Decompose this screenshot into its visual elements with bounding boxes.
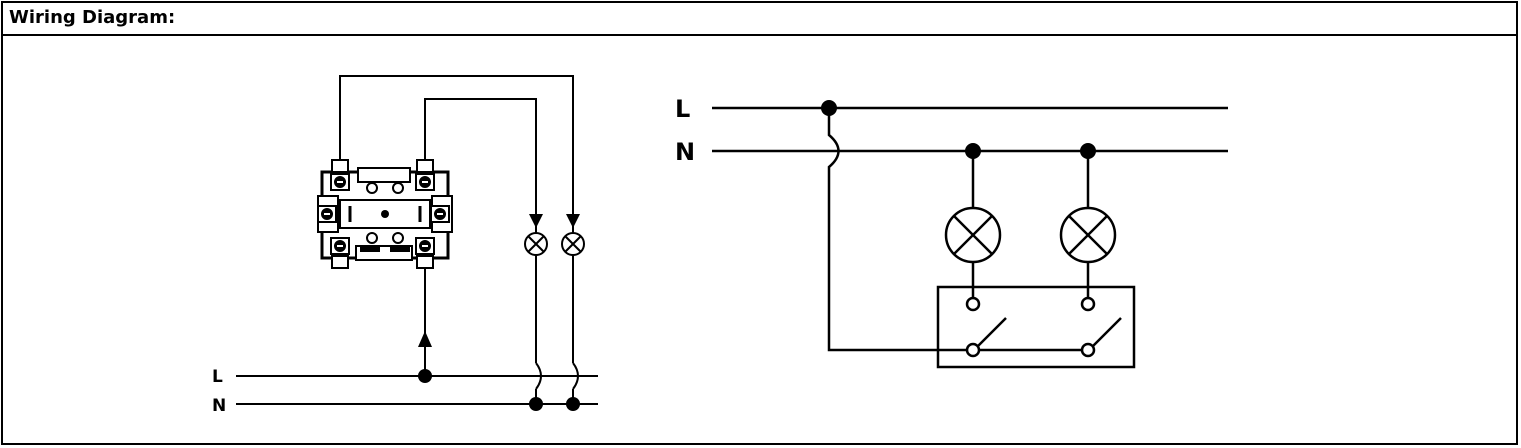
left-line-label: L (212, 367, 223, 387)
panel-title: Wiring Diagram: (9, 7, 176, 28)
left-line-junction (418, 369, 432, 383)
right-switch-1-lever (977, 317, 1007, 347)
right-lamp-2 (1059, 206, 1117, 264)
left-wiring-diagram (236, 75, 598, 411)
right-switch-1-top-terminal (965, 296, 981, 312)
left-feed-arrow (418, 331, 432, 347)
left-hop-1 (535, 362, 542, 390)
left-neutral-junction-1 (529, 397, 543, 411)
right-lamp-1 (944, 206, 1002, 264)
right-hop-wire (827, 108, 973, 352)
panel-header: Wiring Diagram: (3, 3, 1516, 36)
left-lamp-arrow-2 (566, 214, 580, 228)
left-lamp-arrow-1 (529, 214, 543, 228)
left-inner-wire (424, 98, 537, 363)
left-lamp-2 (561, 232, 585, 256)
left-lamp-1 (524, 232, 548, 256)
switch-mechanism (317, 159, 453, 269)
right-switch-box (936, 285, 1136, 369)
right-line-label: L (675, 95, 690, 123)
right-switch-1-bottom-terminal (965, 342, 981, 358)
right-wiring-diagram (712, 100, 1228, 369)
left-neutral-junction-2 (566, 397, 580, 411)
right-neutral-label: N (675, 138, 695, 166)
right-switch-2-top-terminal (1080, 296, 1096, 312)
left-hop-2 (572, 362, 579, 390)
right-switch-2-lever (1092, 317, 1122, 347)
left-neutral-label: N (212, 396, 226, 416)
right-switch-2-bottom-terminal (1080, 342, 1096, 358)
